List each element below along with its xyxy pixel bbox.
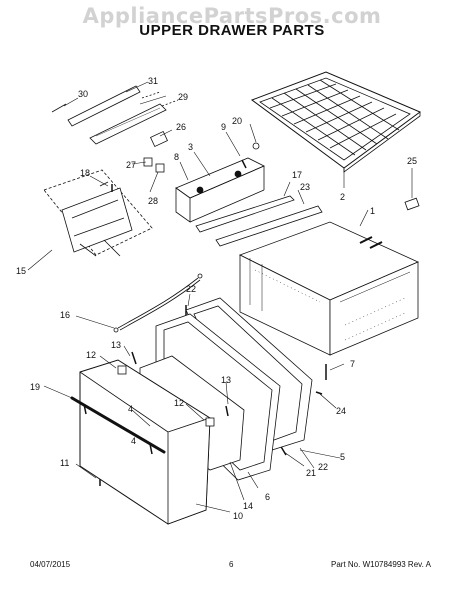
footer-part-number: Part No. W10784993 Rev. A — [331, 560, 431, 569]
part-rear-bracket — [175, 157, 265, 223]
callout-22b: 22 — [318, 462, 328, 472]
part-shelf-grille — [250, 71, 422, 173]
page-title: UPPER DRAWER PARTS — [139, 22, 325, 39]
callout-26: 26 — [176, 122, 186, 132]
callout-31: 31 — [148, 76, 158, 86]
leader-lines — [27, 81, 413, 513]
callout-29: 29 — [178, 92, 188, 102]
footer-date: 04/07/2015 — [30, 560, 71, 569]
callout-20: 20 — [232, 116, 242, 126]
part-control-housing — [43, 169, 153, 257]
callout-6: 6 — [265, 492, 270, 502]
callout-11: 11 — [60, 458, 69, 468]
part-bracket-screws — [241, 142, 260, 169]
callout-13a: 13 — [111, 340, 121, 350]
callout-15: 15 — [16, 266, 26, 276]
part-door-handle — [70, 396, 166, 455]
callout-12b: 12 — [174, 398, 184, 408]
part-trim-strips — [51, 85, 179, 145]
part-wire-harness — [113, 273, 203, 333]
part-small-brackets — [117, 351, 229, 427]
callout-7: 7 — [350, 359, 355, 369]
callout-30: 30 — [78, 89, 88, 99]
callout-1: 1 — [370, 206, 375, 216]
callout-2: 2 — [340, 192, 345, 202]
callout-3: 3 — [188, 142, 193, 152]
part-drawer-bin — [238, 221, 419, 356]
part-plug — [404, 197, 420, 211]
callout-4b: 4 — [131, 436, 136, 446]
callout-25: 25 — [407, 156, 417, 166]
callout-19: 19 — [30, 382, 40, 392]
callout-17: 17 — [292, 170, 302, 180]
callout-5: 5 — [340, 452, 345, 462]
callout-24: 24 — [336, 406, 346, 416]
callout-9: 9 — [221, 122, 226, 132]
callout-23: 23 — [300, 182, 310, 192]
part-slide-rails — [195, 195, 323, 247]
callout-16: 16 — [60, 310, 70, 320]
footer-page-number: 6 — [229, 560, 234, 569]
callout-28: 28 — [148, 196, 158, 206]
callout-13b: 13 — [221, 375, 231, 385]
callout-8: 8 — [174, 152, 179, 162]
callout-18: 18 — [80, 168, 90, 178]
callout-12a: 12 — [86, 350, 96, 360]
part-clips — [143, 130, 168, 173]
callout-14: 14 — [243, 501, 253, 511]
watermark: AppliancePartsPros.com — [82, 4, 382, 28]
callout-27: 27 — [126, 160, 136, 170]
callout-4a: 4 — [128, 404, 133, 414]
callout-10: 10 — [233, 511, 243, 521]
callout-22a: 22 — [186, 284, 196, 294]
callout-21: 21 — [306, 468, 316, 478]
